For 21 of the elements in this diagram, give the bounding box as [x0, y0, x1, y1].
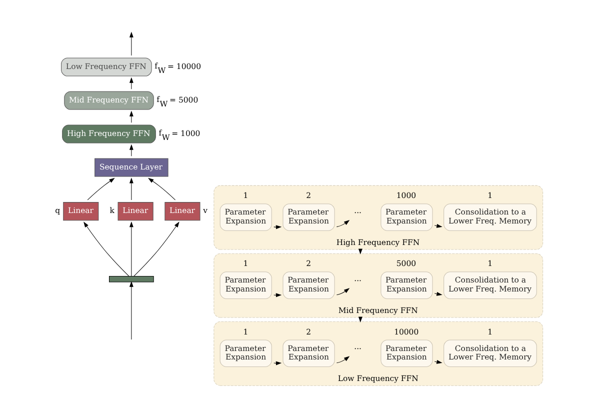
- arrow: [134, 222, 180, 277]
- arrow: [129, 77, 134, 90]
- arrow: [129, 178, 134, 200]
- arrow: [84, 222, 130, 277]
- arrow: [148, 178, 176, 200]
- arrow: [87, 178, 115, 200]
- arrow: [274, 361, 282, 366]
- arrow: [336, 220, 350, 228]
- arrow: [336, 288, 350, 296]
- arrow: [434, 224, 442, 228]
- arrow: [434, 360, 442, 364]
- node-bar: [109, 276, 154, 282]
- arrow: [336, 356, 350, 364]
- arrow: [129, 110, 134, 123]
- arrow: [129, 222, 134, 276]
- arrow: [274, 225, 282, 230]
- arrow: [129, 281, 134, 340]
- arrow: [129, 144, 134, 156]
- arrow: [434, 292, 442, 296]
- arrow: [274, 293, 282, 298]
- arrow: [129, 32, 134, 56]
